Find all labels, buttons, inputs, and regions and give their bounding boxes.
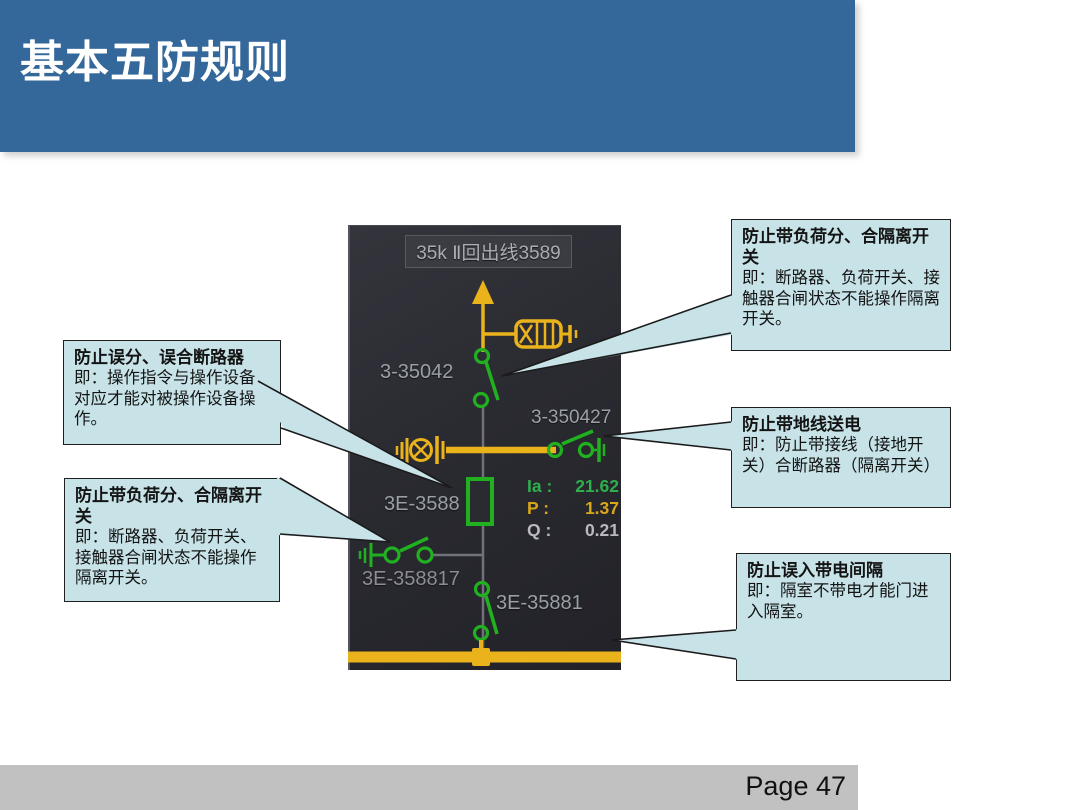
callout-prevent-load-switching-bottom: 防止带负荷分、合隔离开关 即：断路器、负荷开关、接触器合闸状态不能操作隔离开关。 bbox=[64, 478, 280, 602]
measurement-q-value: 0.21 bbox=[584, 520, 619, 540]
bottom-busbar-icon bbox=[348, 648, 621, 666]
disconnector-top-icon bbox=[472, 347, 500, 409]
callout-title: 防止带负荷分、合隔离开关 bbox=[75, 486, 262, 527]
callout-body: 即：断路器、负荷开关、接触器合闸状态不能操作隔离开关。 bbox=[742, 269, 940, 329]
label-earth-switch-right: 3-350427 bbox=[531, 407, 612, 428]
measurement-ia: Ia : 21.62 bbox=[527, 475, 619, 497]
callout-prevent-entering-live-compartment: 防止误入带电间隔 即：隔室不带电才能门进入隔室。 bbox=[736, 553, 951, 681]
earth-switch-left-icon bbox=[358, 536, 434, 567]
measurement-p-label: P : bbox=[527, 498, 550, 518]
callout-prevent-wrong-breaker-operation: 防止误分、误合断路器 即：操作指令与操作设备对应才能对被操作设备操作。 bbox=[63, 340, 281, 445]
measurement-q: Q : 0.21 bbox=[527, 519, 619, 541]
slide-title: 基本五防规则 bbox=[20, 38, 290, 87]
measurement-p-value: 1.37 bbox=[584, 498, 619, 518]
pointer-right-middle bbox=[603, 421, 736, 451]
callout-title: 防止误入带电间隔 bbox=[747, 561, 883, 580]
callout-body: 即：隔室不带电才能门进入隔室。 bbox=[747, 582, 929, 621]
feeder-title-box: 35k Ⅱ回出线3589 bbox=[405, 235, 572, 268]
bus-indicator-icon bbox=[395, 436, 556, 464]
slide-footer-bar: Page 47 bbox=[0, 765, 858, 810]
callout-prevent-load-switching-top: 防止带负荷分、合隔离开关 即：断路器、负荷开关、接触器合闸状态不能操作隔离开关。 bbox=[731, 219, 951, 351]
arrester-icon bbox=[514, 319, 578, 349]
callout-title: 防止误分、误合断路器 bbox=[74, 348, 244, 367]
measurement-readout: Ia : 21.62 P : 1.37 Q : 0.21 bbox=[527, 475, 619, 541]
pointer-top-right bbox=[501, 294, 736, 377]
measurement-ia-label: Ia : bbox=[527, 476, 553, 496]
measurement-q-label: Q : bbox=[527, 520, 552, 540]
callout-body: 即：操作指令与操作设备对应才能对被操作设备操作。 bbox=[74, 369, 256, 428]
callout-title: 防止带地线送电 bbox=[742, 415, 861, 434]
label-earth-switch-left: 3E-358817 bbox=[362, 568, 460, 590]
slide-title-bar: 基本五防规则 bbox=[0, 0, 855, 152]
callout-body: 即：断路器、负荷开关、接触器合闸状态不能操作隔离开关。 bbox=[75, 528, 257, 588]
measurement-p: P : 1.37 bbox=[527, 497, 619, 519]
pointer-left-middle bbox=[257, 380, 453, 489]
pointer-right-bottom bbox=[611, 629, 741, 660]
callout-body: 即：防止带接线（接地开关）合断路器（隔离开关） bbox=[742, 436, 940, 475]
earth-switch-right-icon bbox=[546, 429, 606, 462]
pointer-left-bottom bbox=[277, 477, 391, 543]
callout-prevent-energizing-grounded-line: 防止带地线送电 即：防止带接线（接地开关）合断路器（隔离开关） bbox=[731, 407, 951, 508]
callout-title: 防止带负荷分、合隔离开关 bbox=[742, 227, 929, 268]
label-disconnector-top: 3-35042 bbox=[380, 361, 454, 383]
label-breaker: 3E-3588 bbox=[384, 493, 460, 515]
disconnector-bottom-icon bbox=[472, 580, 499, 642]
page-number: Page 47 bbox=[745, 771, 846, 801]
measurement-ia-value: 21.62 bbox=[575, 476, 619, 496]
breaker-icon bbox=[466, 477, 494, 526]
label-disconnector-bottom: 3E-35881 bbox=[496, 592, 583, 614]
outgoing-arrow-icon bbox=[472, 280, 517, 352]
